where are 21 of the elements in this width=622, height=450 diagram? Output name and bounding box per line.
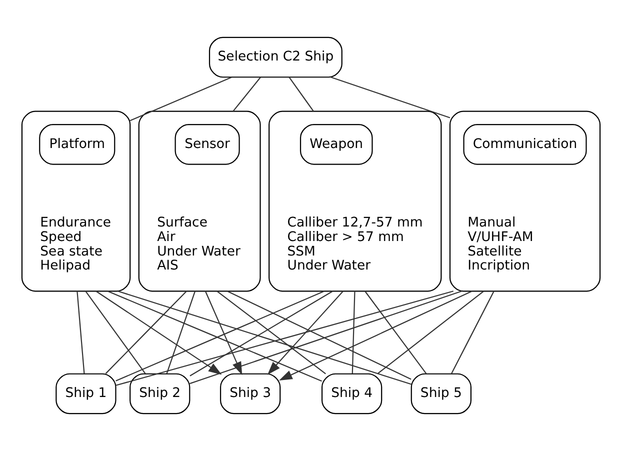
node-box: Sensor <box>174 124 240 164</box>
node-box: Ship 3 <box>220 372 281 414</box>
connector <box>364 290 427 374</box>
connector <box>232 76 261 112</box>
connector <box>352 290 356 374</box>
connector <box>105 290 187 374</box>
node-box: Weapon <box>300 124 373 164</box>
node-box: Ship 2 <box>130 372 190 414</box>
node-box: Communication <box>463 124 587 164</box>
connector <box>130 76 232 121</box>
node-box: Platform <box>39 124 116 164</box>
node-box: Ship 5 <box>410 372 472 414</box>
node-box: Ship 1 <box>56 372 116 414</box>
connector <box>226 290 412 380</box>
connector <box>330 76 450 118</box>
connector <box>288 76 314 112</box>
node-box: Ship 4 <box>321 372 382 414</box>
connector <box>76 290 85 374</box>
connector <box>216 290 326 374</box>
node-box: Selection C2 Ship <box>208 36 342 78</box>
connector <box>451 290 494 374</box>
